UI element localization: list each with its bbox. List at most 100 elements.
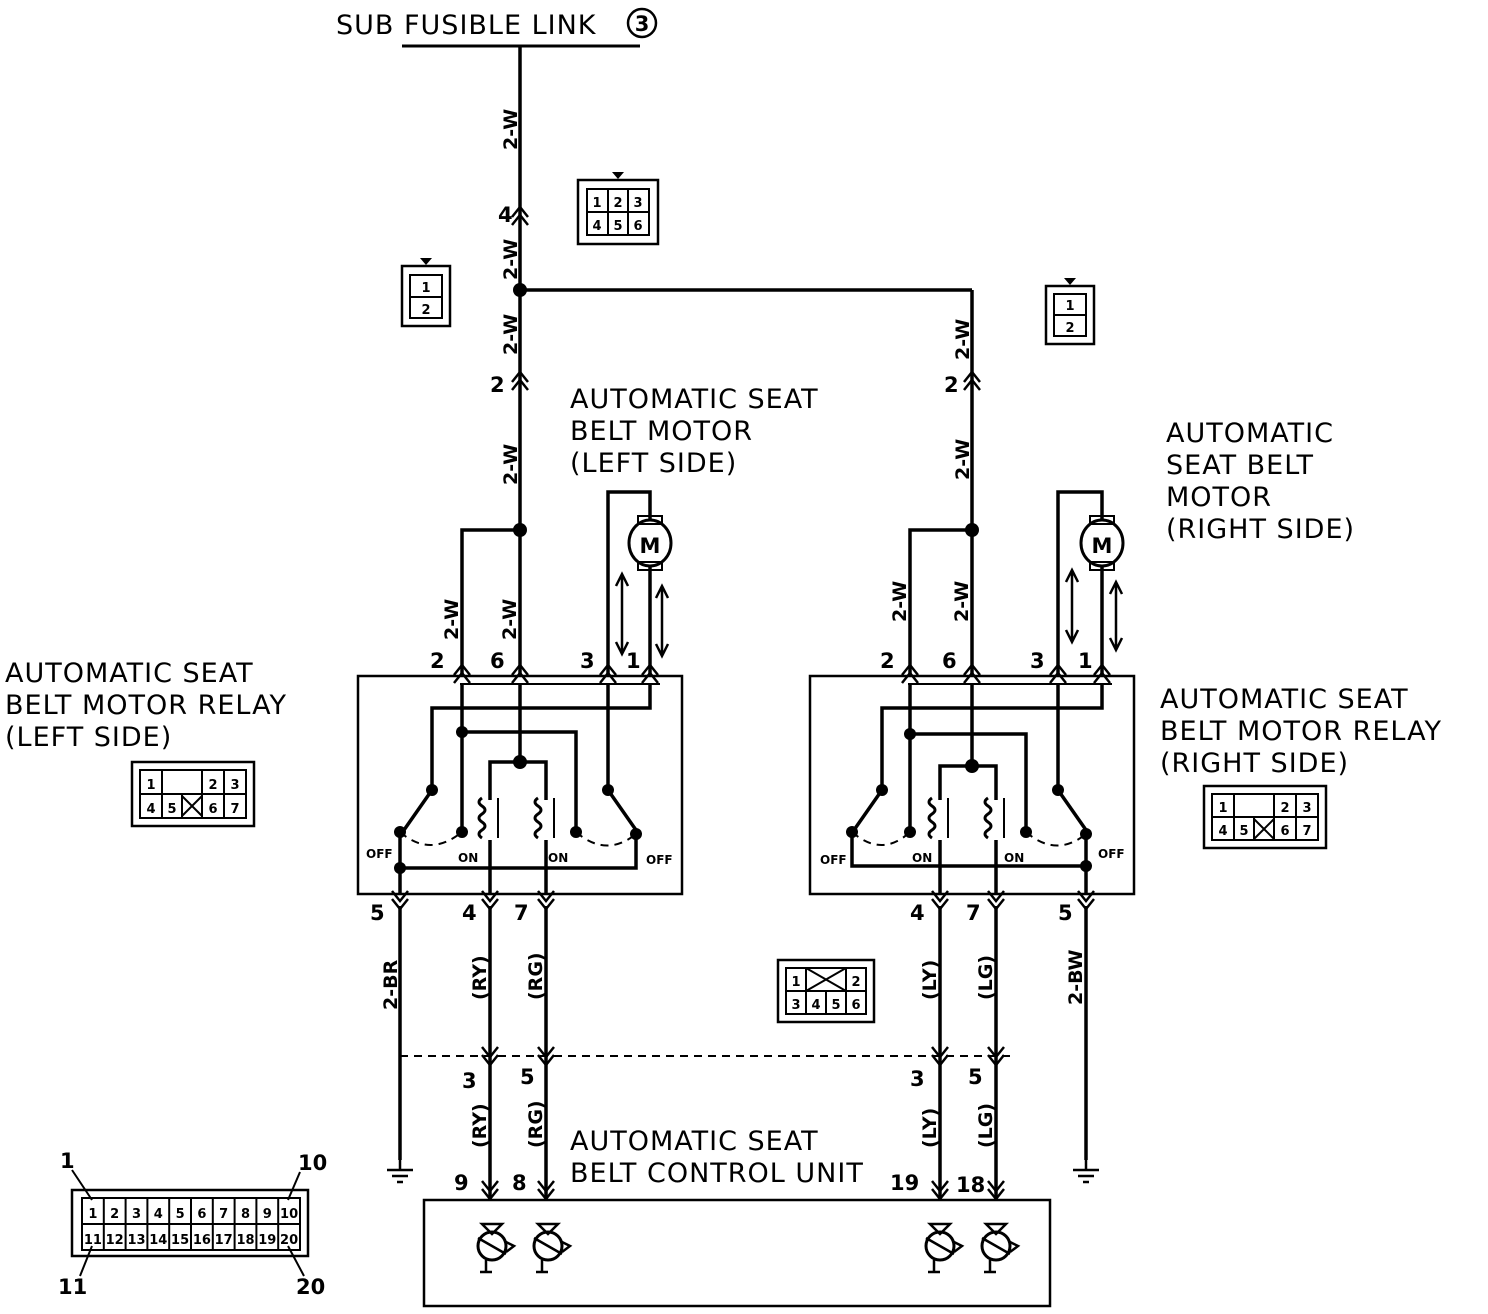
transistor-icon <box>532 1222 572 1274</box>
svg-text:4: 4 <box>811 998 820 1013</box>
wire-label: 2-W <box>952 439 974 480</box>
svg-text:5: 5 <box>613 219 622 234</box>
svg-text:18: 18 <box>956 1173 985 1197</box>
relay-left-label: AUTOMATIC SEAT BELT MOTOR RELAY (LEFT SI… <box>5 658 287 753</box>
connector-pin-number: 4 <box>154 1207 163 1222</box>
svg-text:1: 1 <box>1065 299 1074 314</box>
svg-text:OFF: OFF <box>646 853 673 867</box>
motor-right-label: AUTOMATIC SEAT BELT MOTOR (RIGHT SIDE) <box>1166 418 1355 545</box>
svg-text:2: 2 <box>1280 801 1289 816</box>
svg-text:3: 3 <box>633 196 642 211</box>
svg-text:2: 2 <box>851 975 860 990</box>
connector-two-pin-left: 1 2 <box>400 258 452 328</box>
wire-label-ly: (LY) <box>919 960 941 1000</box>
connector-pin-number: 18 <box>236 1233 254 1248</box>
svg-text:BELT CONTROL UNIT: BELT CONTROL UNIT <box>570 1158 864 1189</box>
connector-pin-number: 16 <box>193 1233 211 1248</box>
connector-six-pin: 1 2 3 4 5 6 <box>576 172 660 246</box>
connector-pin-number: 1 <box>88 1207 97 1222</box>
svg-text:1: 1 <box>626 649 641 673</box>
svg-text:6: 6 <box>1280 824 1289 839</box>
svg-text:3: 3 <box>1302 801 1311 816</box>
relay-left-connector: 1 2 3 4 5 6 7 <box>130 760 256 828</box>
svg-text:11: 11 <box>58 1275 87 1299</box>
svg-text:2: 2 <box>208 778 217 793</box>
connector-pin-number: 15 <box>171 1233 189 1248</box>
svg-text:1: 1 <box>791 975 800 990</box>
connector-pin-number: 3 <box>132 1207 141 1222</box>
svg-text:ON: ON <box>1004 851 1024 865</box>
svg-text:1: 1 <box>146 778 155 793</box>
svg-text:4: 4 <box>910 901 925 925</box>
connector-pin-number: 17 <box>215 1233 233 1248</box>
connector-pin-number: 6 <box>197 1207 206 1222</box>
connector-pin-number: 10 <box>280 1207 298 1222</box>
svg-text:BELT MOTOR RELAY: BELT MOTOR RELAY <box>5 690 287 721</box>
svg-text:4: 4 <box>462 901 477 925</box>
svg-text:AUTOMATIC SEAT: AUTOMATIC SEAT <box>570 384 819 415</box>
sub-fusible-link: SUB FUSIBLE LINK 3 <box>336 7 658 48</box>
svg-text:3: 3 <box>1030 649 1045 673</box>
wire-label: 2-W <box>889 581 911 622</box>
svg-text:4: 4 <box>146 802 155 817</box>
wire-label-ry: (RY) <box>469 955 491 1000</box>
svg-text:3: 3 <box>791 998 800 1013</box>
right-pin-2: 2 <box>944 373 959 397</box>
motor-left: M <box>606 490 673 676</box>
transistor-icon <box>924 1222 964 1274</box>
trunk-pin-4: 4 <box>498 203 513 227</box>
svg-text:5: 5 <box>370 901 385 925</box>
wire-label-bw: 2-BW <box>1065 949 1087 1005</box>
relay-left: 2-W 2-W 2 6 3 1 <box>356 523 684 925</box>
svg-text:1: 1 <box>1218 801 1227 816</box>
source-number: 3 <box>635 12 650 36</box>
wire-label: 2-W <box>951 581 973 622</box>
connector-pin-number: 20 <box>280 1233 298 1248</box>
svg-text:BELT MOTOR: BELT MOTOR <box>570 416 753 447</box>
svg-text:2: 2 <box>613 196 622 211</box>
main-trunk-wire: 4 2 2 2-W 2-W 2-W 2-W 2-W 2-W <box>490 46 982 530</box>
relay-right-label: AUTOMATIC SEAT BELT MOTOR RELAY (RIGHT S… <box>1160 684 1442 779</box>
connector-pin-number: 11 <box>84 1233 102 1248</box>
control-unit: 9 8 19 18 <box>422 1171 1052 1308</box>
wire-label: 2-W <box>500 314 522 355</box>
motor-left-label: AUTOMATIC SEAT BELT MOTOR (LEFT SIDE) <box>570 384 819 479</box>
svg-text:7: 7 <box>514 901 529 925</box>
svg-text:BELT MOTOR RELAY: BELT MOTOR RELAY <box>1160 716 1442 747</box>
svg-text:OFF: OFF <box>366 847 393 861</box>
svg-text:5: 5 <box>831 998 840 1013</box>
svg-text:6: 6 <box>851 998 860 1013</box>
svg-text:6: 6 <box>490 649 505 673</box>
svg-text:ON: ON <box>912 851 932 865</box>
connector-pin-number: 2 <box>110 1207 119 1222</box>
svg-text:3: 3 <box>462 1069 477 1093</box>
svg-text:1: 1 <box>1078 649 1093 673</box>
wire-label-lg: (LG) <box>975 955 997 1000</box>
svg-text:(RIGHT SIDE): (RIGHT SIDE) <box>1166 514 1355 545</box>
wire-label: 2-W <box>500 109 522 150</box>
svg-text:20: 20 <box>296 1275 325 1299</box>
svg-text:4: 4 <box>592 219 601 234</box>
svg-text:6: 6 <box>208 802 217 817</box>
svg-text:ON: ON <box>458 851 478 865</box>
lower-wiring: 3 5 3 5 2-BR 2-BW (RY) (RG) (LY) (LG) (R… <box>380 906 1101 1200</box>
svg-text:OFF: OFF <box>1098 847 1125 861</box>
svg-text:10: 10 <box>298 1151 327 1175</box>
svg-text:AUTOMATIC SEAT: AUTOMATIC SEAT <box>570 1126 819 1157</box>
svg-text:5: 5 <box>968 1065 983 1089</box>
source-label: SUB FUSIBLE LINK <box>336 10 597 41</box>
relay-right-connector: 1 2 3 4 5 6 7 <box>1202 784 1328 850</box>
svg-text:4: 4 <box>1218 824 1227 839</box>
svg-text:SEAT BELT: SEAT BELT <box>1166 450 1314 481</box>
svg-text:2: 2 <box>421 303 430 318</box>
svg-text:5: 5 <box>167 802 176 817</box>
wire-label: 2-W <box>500 239 522 280</box>
control-unit-label: AUTOMATIC SEAT BELT CONTROL UNIT <box>570 1126 864 1189</box>
motor-symbol: M <box>640 534 661 558</box>
svg-text:8: 8 <box>512 1171 527 1195</box>
svg-text:3: 3 <box>580 649 595 673</box>
wire-label-ly: (LY) <box>919 1108 941 1148</box>
wire-label-rg: (RG) <box>525 952 547 1000</box>
